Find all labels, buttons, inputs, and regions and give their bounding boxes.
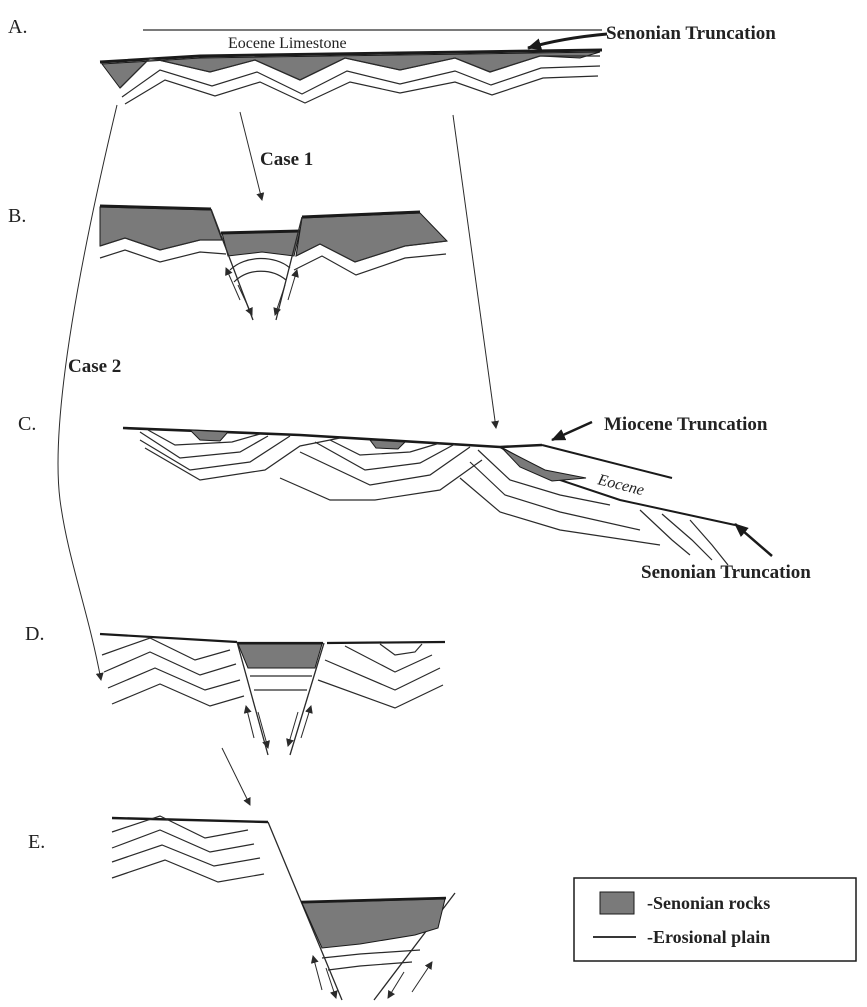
panel-c-fold-8 — [280, 460, 482, 500]
panel-d-surface-left — [100, 634, 237, 642]
miocene-truncation-label: Miocene Truncation — [604, 414, 768, 435]
arrow-d-to-e — [222, 748, 250, 805]
panel-c-fold-7 — [300, 447, 470, 485]
panel-b: B. — [8, 205, 447, 320]
panel-c-senonian-lens-2 — [370, 440, 405, 449]
panel-a-fold-line-3 — [125, 76, 598, 104]
legend-senonian-label: -Senonian rocks — [647, 893, 770, 913]
panel-c-fold-14 — [690, 520, 728, 565]
panel-c-label: C. — [18, 413, 36, 435]
panel-c: C. Miocene Truncation Eocene Senonian Tr… — [18, 413, 811, 583]
panel-e: E. — [28, 816, 455, 1000]
panel-b-label: B. — [8, 205, 26, 227]
panel-b-senonian-right — [296, 213, 447, 262]
eocene-limestone-label: Eocene Limestone — [228, 35, 347, 52]
legend-box — [574, 878, 856, 961]
legend-erosional-label: -Erosional plain — [647, 927, 770, 947]
case-2-label: Case 2 — [68, 356, 121, 377]
panel-b-layer-left-2 — [100, 250, 226, 262]
panel-a: A. Eocene Limestone Senonian Truncation — [8, 16, 776, 104]
senonian-truncation-label-c: Senonian Truncation — [641, 562, 811, 583]
senonian-truncation-arrow-c — [735, 524, 772, 556]
panel-d-senonian-rocks — [238, 644, 322, 668]
panel-e-senonian-rocks — [302, 899, 445, 948]
panel-d-left-fold-2 — [104, 652, 236, 675]
panel-e-label: E. — [28, 831, 45, 853]
panel-d-surface-right — [327, 642, 445, 643]
arrow-a-to-b — [240, 112, 262, 200]
senonian-truncation-label-a: Senonian Truncation — [606, 23, 776, 44]
panel-d-right-fold-1 — [380, 644, 422, 655]
panel-b-senonian-left — [100, 207, 222, 250]
senonian-truncation-arrow-a — [528, 34, 607, 48]
panel-d-slip-arrow-4 — [301, 706, 311, 738]
arrow-a-to-d — [58, 105, 117, 680]
panel-d-slip-arrow-2 — [258, 712, 268, 748]
panel-a-fold-line-2 — [122, 66, 600, 97]
panel-d: D. — [25, 623, 445, 755]
panel-e-slip-arrow-4 — [412, 962, 432, 992]
panel-e-slip-arrow-1 — [313, 956, 322, 990]
panel-a-label: A. — [8, 16, 27, 38]
panel-b-surface-center — [221, 231, 301, 233]
panel-e-slip-arrow-3 — [388, 972, 404, 998]
panel-e-left-fold-4 — [112, 860, 264, 882]
panel-d-left-fold-3 — [108, 668, 240, 690]
panel-d-slip-arrow-3 — [288, 712, 298, 746]
panel-c-senonian-lens-1 — [190, 430, 228, 441]
panel-b-slip-arrow-3 — [275, 285, 285, 315]
panel-b-graben-fold-1 — [230, 258, 290, 270]
panel-e-left-fold-3 — [112, 845, 260, 866]
panel-d-label: D. — [25, 623, 44, 645]
panel-b-graben-fold-2 — [234, 271, 286, 282]
panel-d-right-fold-3 — [325, 660, 440, 690]
case-1-label: Case 1 — [260, 149, 313, 170]
panel-b-slip-arrow-1 — [226, 268, 240, 300]
legend-senonian-swatch — [600, 892, 634, 914]
panel-b-slip-arrow-2 — [238, 285, 252, 315]
panel-b-senonian-center — [222, 231, 300, 256]
panel-e-graben-layer-1 — [322, 950, 420, 958]
miocene-truncation-arrow — [552, 422, 592, 440]
arrow-a-to-c — [453, 115, 496, 428]
panel-d-left-fold-4 — [112, 684, 244, 706]
panel-e-surface-left — [112, 818, 268, 822]
panel-d-slip-arrow-1 — [246, 706, 254, 738]
legend: -Senonian rocks -Erosional plain — [574, 878, 856, 961]
panel-b-slip-arrow-4 — [288, 270, 297, 300]
